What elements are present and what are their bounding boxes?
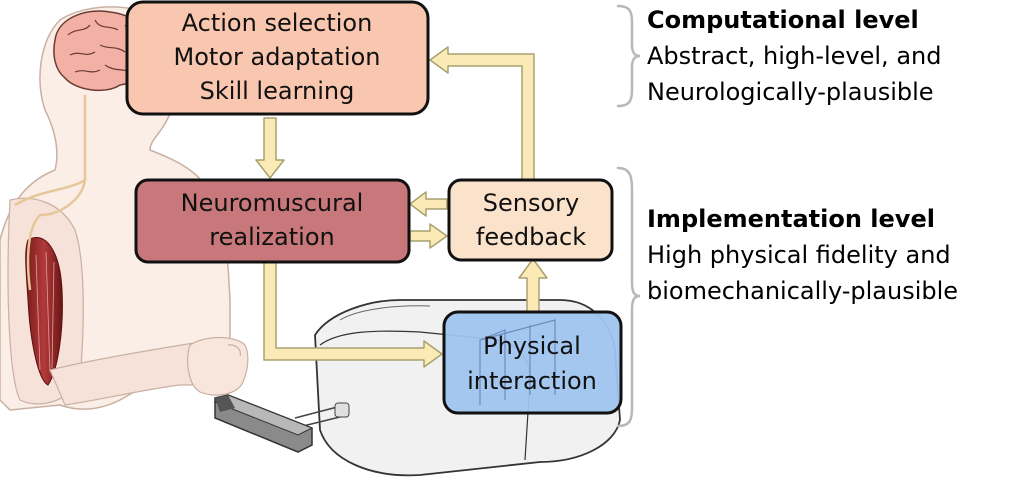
computational-level-title: Computational level <box>647 6 919 34</box>
box-neuromuscular: Neuromuscural realization <box>134 178 411 264</box>
implementation-level-title: Implementation level <box>647 205 935 233</box>
implementation-level-desc-1: High physical fidelity and <box>647 241 951 269</box>
device-rod-cap <box>334 402 350 418</box>
neuromuscular-line-2: realization <box>209 223 334 251</box>
arrow-physical-to-sensory <box>518 258 548 313</box>
box-computational-rect <box>125 0 430 116</box>
implementation-level-label: Implementation level High physical fidel… <box>647 205 958 305</box>
box-computational: Action selection Motor adaptation Skill … <box>125 0 430 116</box>
computational-line-1: Action selection <box>182 9 373 37</box>
box-physical: Physical interaction <box>442 310 623 415</box>
arrow-neuromuscular-to-physical <box>263 261 443 368</box>
physical-line-1: Physical <box>483 332 581 360</box>
arrow-computational-to-neuromuscular <box>255 117 285 179</box>
brace-implementation <box>616 166 641 428</box>
computational-line-3: Skill learning <box>200 77 355 105</box>
implementation-level-desc-2: biomechanically-plausible <box>647 277 958 305</box>
arrow-neuromuscular-to-sensory <box>409 223 448 249</box>
sensory-line-1: Sensory <box>483 189 579 217</box>
computational-level-desc-1: Abstract, high-level, and <box>647 42 941 70</box>
arrow-sensory-to-neuromuscular <box>409 191 448 217</box>
computational-level-label: Computational level Abstract, high-level… <box>647 6 941 106</box>
box-neuromuscular-rect <box>134 178 411 264</box>
box-physical-rect <box>442 310 623 415</box>
computational-line-2: Motor adaptation <box>174 43 381 71</box>
arrow-sensory-to-computational <box>429 46 535 181</box>
flow-arrows <box>255 46 548 368</box>
nerve-line <box>14 95 87 291</box>
braces <box>616 4 641 428</box>
computational-level-desc-2: Neurologically-plausible <box>647 78 934 106</box>
physical-line-2: interaction <box>467 367 597 395</box>
hand <box>187 336 249 396</box>
box-sensory: Sensory feedback <box>447 178 614 262</box>
neuromuscular-line-1: Neuromuscural <box>181 189 364 217</box>
brace-computational <box>616 4 641 108</box>
box-sensory-rect <box>447 178 614 262</box>
arm-muscle <box>25 237 63 386</box>
sensory-line-2: feedback <box>476 223 586 251</box>
